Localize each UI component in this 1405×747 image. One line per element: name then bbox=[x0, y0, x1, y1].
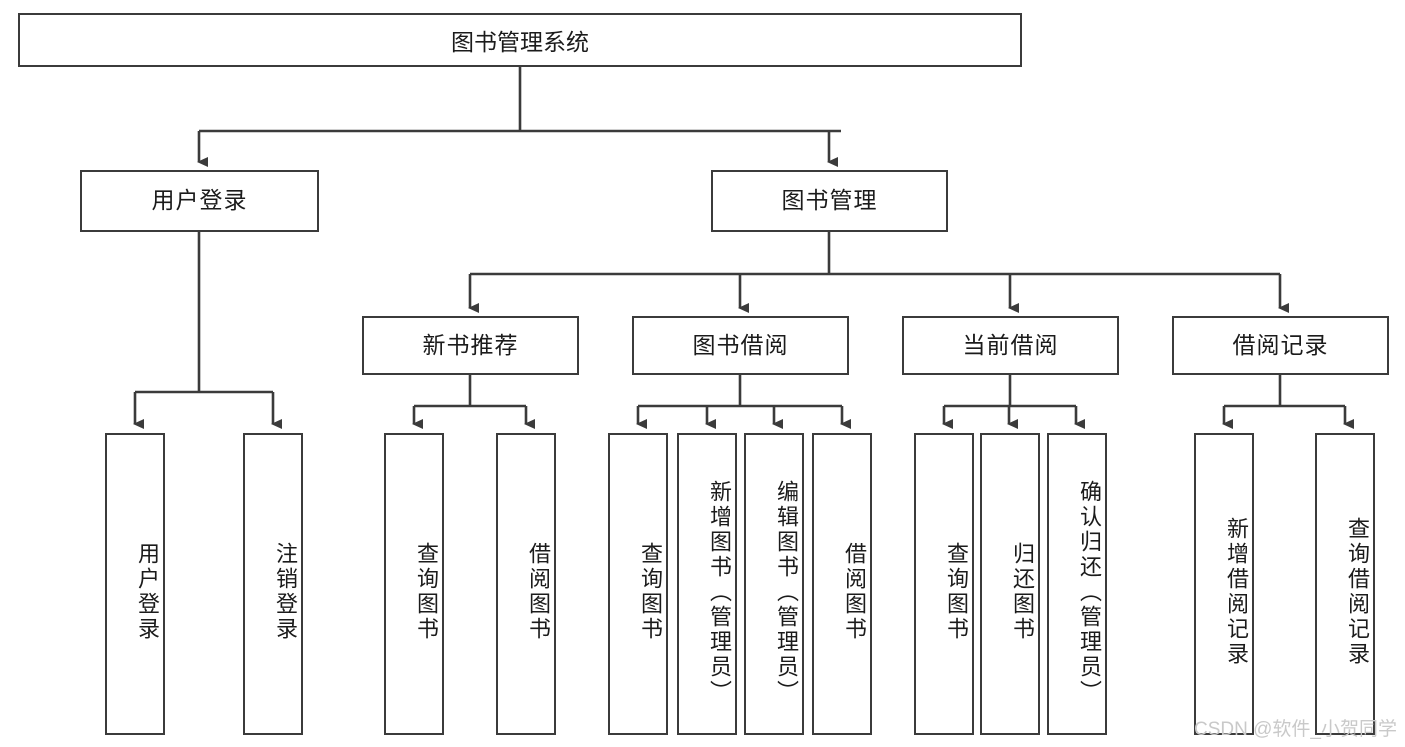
leaf-user-login-logout[interactable]: 注销登录 bbox=[243, 433, 303, 735]
leaf-book-borrow-query[interactable]: 查询图书 bbox=[608, 433, 668, 735]
node-label: 确认归还（管理员） bbox=[1077, 479, 1102, 705]
node-borrow-record[interactable]: 借阅记录 bbox=[1172, 316, 1389, 375]
leaf-book-borrow-borrow[interactable]: 借阅图书 bbox=[812, 433, 872, 735]
leaf-new-book-borrow[interactable]: 借阅图书 bbox=[496, 433, 556, 735]
node-label: 编辑图书（管理员） bbox=[774, 479, 799, 705]
node-label: 当前借阅 bbox=[962, 331, 1059, 358]
node-label: 新增图书（管理员） bbox=[707, 479, 732, 705]
leaf-new-book-query[interactable]: 查询图书 bbox=[384, 433, 444, 735]
leaf-book-borrow-edit[interactable]: 编辑图书（管理员） bbox=[744, 433, 804, 735]
leaf-user-login-login[interactable]: 用户登录 bbox=[105, 433, 165, 735]
node-label: 借阅记录 bbox=[1232, 331, 1329, 358]
node-label: 图书借阅 bbox=[692, 331, 789, 358]
node-label: 用户登录 bbox=[135, 542, 160, 642]
node-label: 图书管理系统 bbox=[451, 29, 589, 55]
watermark-text: CSDN @软件_小贺同学 bbox=[1194, 719, 1397, 740]
node-label: 注销登录 bbox=[273, 542, 298, 642]
leaf-current-borrow-confirm-return[interactable]: 确认归还（管理员） bbox=[1047, 433, 1107, 735]
node-user-login[interactable]: 用户登录 bbox=[80, 170, 319, 232]
node-label: 归还图书 bbox=[1010, 542, 1035, 642]
leaf-current-borrow-query[interactable]: 查询图书 bbox=[914, 433, 974, 735]
leaf-borrow-record-add[interactable]: 新增借阅记录 bbox=[1194, 433, 1254, 735]
node-label: 借阅图书 bbox=[842, 542, 867, 642]
node-label: 查询图书 bbox=[638, 542, 663, 642]
node-label: 查询图书 bbox=[944, 542, 969, 642]
node-label: 图书管理 bbox=[781, 187, 878, 214]
node-label: 查询借阅记录 bbox=[1345, 517, 1370, 667]
node-label: 新书推荐 bbox=[422, 331, 519, 358]
node-label: 借阅图书 bbox=[526, 542, 551, 642]
node-book-management[interactable]: 图书管理 bbox=[711, 170, 948, 232]
node-book-borrow[interactable]: 图书借阅 bbox=[632, 316, 849, 375]
node-label: 用户登录 bbox=[151, 187, 248, 214]
node-new-book-recommend[interactable]: 新书推荐 bbox=[362, 316, 579, 375]
leaf-current-borrow-return[interactable]: 归还图书 bbox=[980, 433, 1040, 735]
node-label: 查询图书 bbox=[414, 542, 439, 642]
node-root-book-management-system[interactable]: 图书管理系统 bbox=[18, 13, 1022, 67]
node-current-borrow[interactable]: 当前借阅 bbox=[902, 316, 1119, 375]
leaf-borrow-record-query[interactable]: 查询借阅记录 bbox=[1315, 433, 1375, 735]
node-label: 新增借阅记录 bbox=[1224, 517, 1249, 667]
leaf-book-borrow-add[interactable]: 新增图书（管理员） bbox=[677, 433, 737, 735]
